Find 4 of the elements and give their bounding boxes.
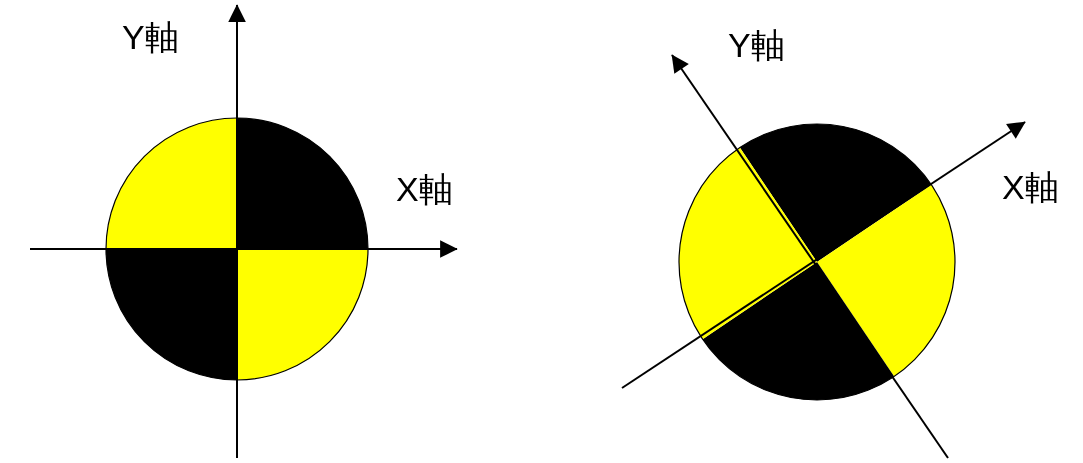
axis-label: Y軸 bbox=[728, 28, 785, 62]
axis-label: X軸 bbox=[396, 172, 453, 206]
axis-label: X軸 bbox=[1002, 170, 1059, 204]
axis-label: Y軸 bbox=[122, 20, 179, 54]
